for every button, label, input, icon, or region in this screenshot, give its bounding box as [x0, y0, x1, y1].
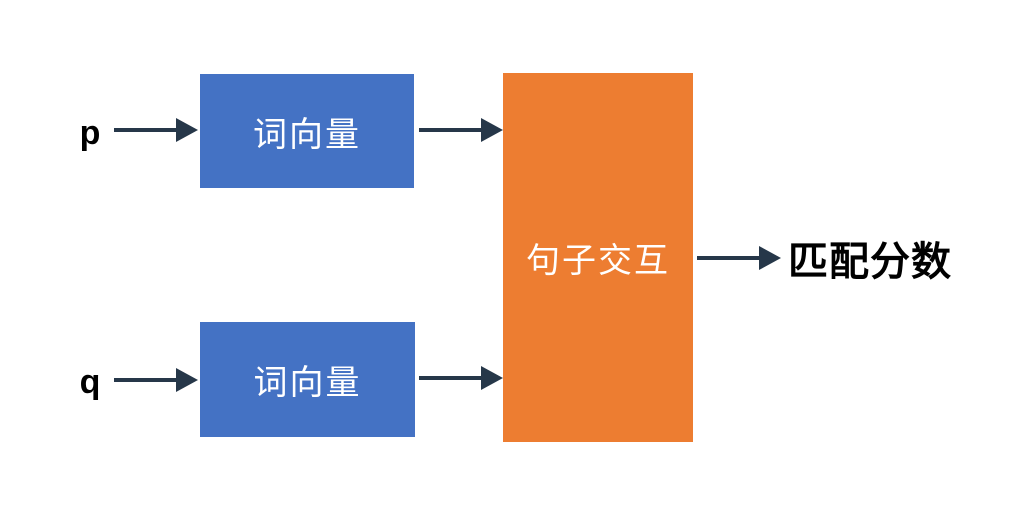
arrow-right-icon	[114, 118, 198, 142]
arrow-right-icon	[419, 366, 503, 390]
node-word-vector-top: 词向量	[200, 74, 414, 188]
arrow-right-icon	[697, 246, 781, 270]
output-label-match-score: 匹配分数	[788, 240, 952, 284]
arrow-right-icon	[114, 368, 198, 392]
node-word-vector-bottom: 词向量	[200, 322, 415, 437]
node-sentence-interaction: 句子交互	[503, 73, 693, 442]
arrow-head	[481, 366, 503, 390]
arrow-shaft	[697, 256, 759, 260]
arrow-head	[759, 246, 781, 270]
arrow-shaft	[114, 378, 176, 382]
input-label-q: q	[79, 362, 101, 401]
input-label-p: p	[79, 113, 101, 152]
arrow-head	[176, 368, 198, 392]
arrow-right-icon	[419, 118, 503, 142]
arrow-head	[176, 118, 198, 142]
arrow-shaft	[419, 128, 481, 132]
arrow-shaft	[419, 376, 481, 380]
arrow-shaft	[114, 128, 176, 132]
arrow-head	[481, 118, 503, 142]
